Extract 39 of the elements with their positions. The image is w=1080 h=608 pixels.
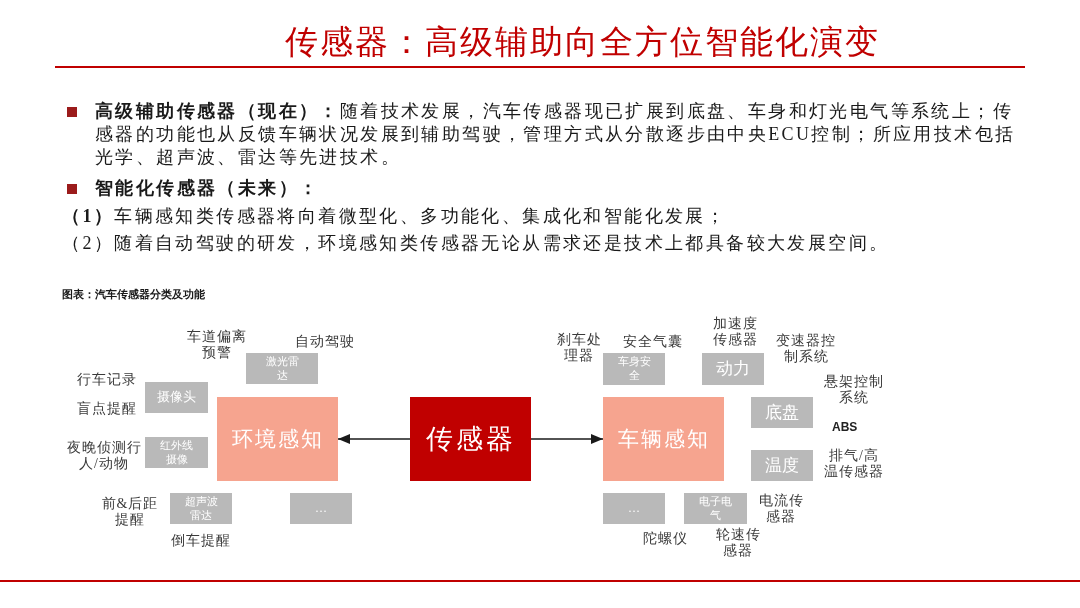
section-heading: 智能化传感器（未来）：: [95, 177, 321, 200]
sensor-type-box: 红外线摄像: [145, 437, 208, 468]
sensor-type-box: 激光雷达: [246, 353, 318, 384]
function-label: 安全气囊: [622, 334, 684, 350]
sensor-type-box: 动力: [702, 353, 764, 385]
sensor-type-box: 温度: [751, 450, 813, 481]
function-label: 排气/高温传感器: [823, 448, 885, 480]
function-label: 前&后距提醒: [101, 496, 159, 528]
sensor-type-box: 车身安全: [603, 353, 665, 385]
function-label: 陀螺仪: [641, 531, 689, 547]
slide-title: 传感器：高级辅助向全方位智能化演变: [284, 23, 881, 62]
function-label: 刹车处理器: [555, 332, 603, 364]
sensor-type-box: …: [290, 493, 352, 524]
function-label: 车道偏离预警: [186, 329, 248, 361]
function-label: 行车记录: [76, 372, 138, 388]
sensor-type-box: 底盘: [751, 397, 813, 428]
arrow: [530, 434, 604, 444]
central-box: 传感器: [410, 397, 531, 481]
function-label: 夜晚侦测行人/动物: [65, 440, 143, 472]
bullet-text: 高级辅助传感器（现在）：随着技术发展，汽车传感器现已扩展到底盘、车身和灯光电气等系统上；传感器的功能也从反馈车辆状况发展到辅助驾驶，管理方式从分散逐步由中央ECU控制；所应用技术包括光学、超声波、雷达等先进技术。: [95, 100, 1017, 169]
numbered-point: （2）随着自动驾驶的研发，环境感知类传感器无论从需求还是技术上都具备较大发展空间。: [62, 232, 891, 255]
function-label: 倒车提醒: [170, 533, 232, 549]
category-box: 环境感知: [217, 397, 338, 481]
sensor-type-box: 超声波雷达: [170, 493, 232, 524]
numbered-point: （1）车辆感知类传感器将向着微型化、多功能化、集成化和智能化发展；: [62, 205, 728, 228]
figure-caption: 图表：汽车传感器分类及功能: [62, 287, 205, 301]
function-label: ABS: [832, 420, 858, 434]
function-label: 变速器控制系统: [775, 333, 837, 365]
function-label: 电流传感器: [757, 493, 805, 525]
sensor-type-box: …: [603, 493, 665, 524]
function-label: 轮速传感器: [714, 527, 762, 559]
function-label: 加速度传感器: [711, 316, 759, 348]
sensor-type-box: 电子电气: [684, 493, 747, 524]
category-box: 车辆感知: [603, 397, 724, 481]
function-label: 悬架控制系统: [823, 374, 885, 406]
function-label: 盲点提醒: [76, 401, 138, 417]
function-label: 自动驾驶: [294, 334, 356, 350]
sensor-type-box: 摄像头: [145, 382, 208, 413]
arrow: [337, 434, 411, 444]
